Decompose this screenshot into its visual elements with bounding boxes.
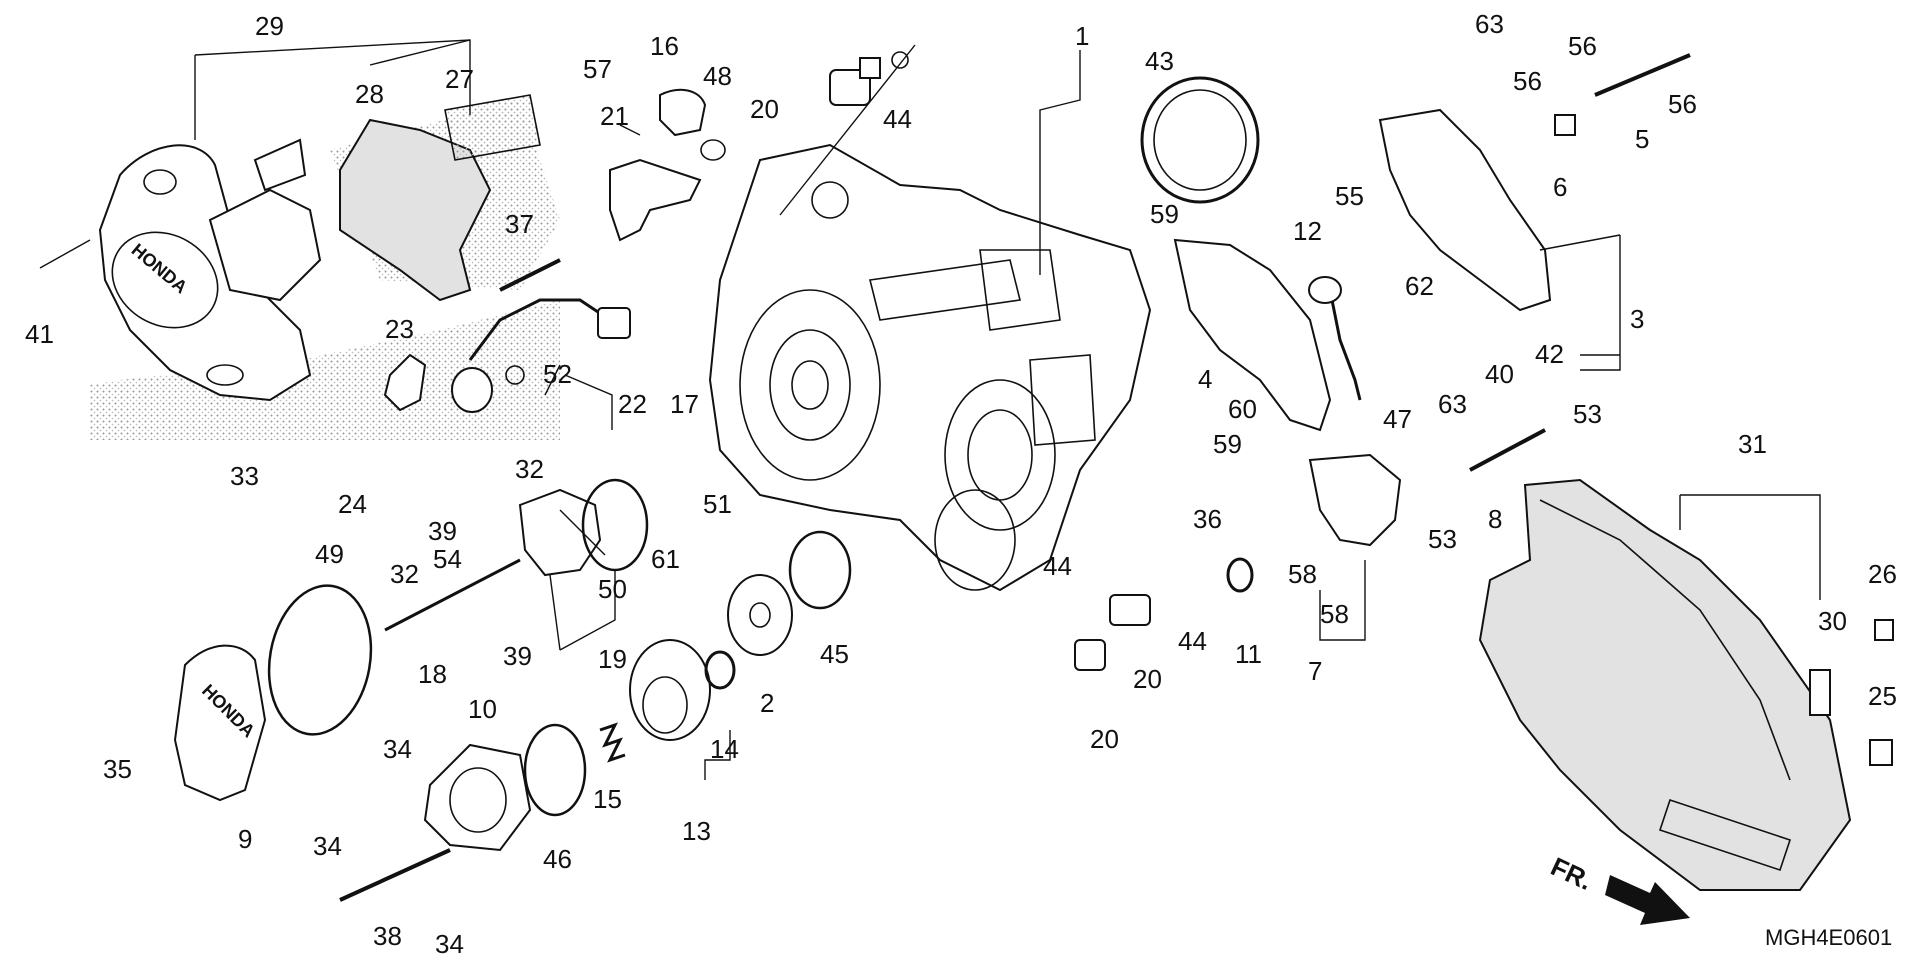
callout-2: 2 bbox=[760, 688, 774, 718]
callout-39b: 39 bbox=[503, 641, 532, 671]
callout-6: 6 bbox=[1553, 172, 1567, 202]
callout-45: 45 bbox=[820, 639, 849, 669]
callout-30: 30 bbox=[1818, 606, 1847, 636]
callout-14: 14 bbox=[710, 734, 739, 764]
cover-plate-parts bbox=[208, 94, 541, 302]
callout-58b: 58 bbox=[1320, 599, 1349, 629]
callout-32a: 32 bbox=[515, 454, 544, 484]
callout-44a: 44 bbox=[883, 104, 912, 134]
callout-7: 7 bbox=[1308, 656, 1322, 686]
left-crankcase-cover-part: HONDA bbox=[98, 144, 312, 402]
callout-5: 5 bbox=[1635, 124, 1649, 154]
callout-24: 24 bbox=[338, 489, 367, 519]
callout-39a: 39 bbox=[428, 516, 457, 546]
callout-12: 12 bbox=[1293, 216, 1322, 246]
callout-41: 41 bbox=[25, 319, 54, 349]
callout-34b: 34 bbox=[313, 831, 342, 861]
callout-34a: 34 bbox=[383, 734, 412, 764]
direction-label: FR. bbox=[1546, 851, 1597, 896]
callout-4: 4 bbox=[1198, 364, 1212, 394]
callout-59b: 59 bbox=[1213, 429, 1242, 459]
direction-arrow-icon bbox=[1605, 875, 1690, 925]
callout-53b: 53 bbox=[1428, 524, 1457, 554]
leader-lines bbox=[39, 39, 1821, 780]
callout-59a: 59 bbox=[1150, 199, 1179, 229]
callout-44c: 44 bbox=[1178, 626, 1207, 656]
callout-17: 17 bbox=[670, 389, 699, 419]
callout-55: 55 bbox=[1335, 181, 1364, 211]
callout-9: 9 bbox=[238, 824, 252, 854]
callout-11: 11 bbox=[1235, 639, 1262, 669]
callout-20b: 20 bbox=[1133, 664, 1162, 694]
callout-20c: 20 bbox=[1090, 724, 1119, 754]
callout-56c: 56 bbox=[1668, 89, 1697, 119]
callout-18: 18 bbox=[418, 659, 447, 689]
callout-62: 62 bbox=[1405, 271, 1434, 301]
callout-43: 43 bbox=[1145, 46, 1174, 76]
callout-36: 36 bbox=[1193, 504, 1222, 534]
callout-1: 1 bbox=[1075, 21, 1089, 51]
callout-57: 57 bbox=[583, 54, 612, 84]
callout-61: 61 bbox=[651, 544, 680, 574]
callout-23: 23 bbox=[385, 314, 414, 344]
callout-8: 8 bbox=[1488, 504, 1502, 534]
callout-22: 22 bbox=[618, 389, 647, 419]
callout-29: 29 bbox=[255, 11, 284, 41]
callout-10: 10 bbox=[468, 694, 497, 724]
plate-3 bbox=[1378, 108, 1552, 312]
callout-42: 42 bbox=[1535, 339, 1564, 369]
callout-34c: 34 bbox=[435, 929, 464, 959]
callout-48: 48 bbox=[703, 61, 732, 91]
right-cover-part bbox=[1478, 478, 1852, 891]
callout-49: 49 bbox=[315, 539, 344, 569]
callout-13: 13 bbox=[682, 816, 711, 846]
callout-60: 60 bbox=[1228, 394, 1257, 424]
clutch-cover-part: HONDA bbox=[173, 644, 267, 802]
engine-case-part bbox=[708, 143, 1152, 592]
callout-46: 46 bbox=[543, 844, 572, 874]
oil-seal-43 bbox=[1140, 76, 1260, 204]
callout-20a: 20 bbox=[750, 94, 779, 124]
callouts: 1 2 3 4 5 6 7 8 9 10 11 12 13 14 15 16 1… bbox=[25, 9, 1897, 959]
callout-19: 19 bbox=[598, 644, 627, 674]
plate-4 bbox=[1173, 238, 1332, 432]
callout-32b: 32 bbox=[390, 559, 419, 589]
callout-44b: 44 bbox=[1043, 551, 1072, 581]
callout-50: 50 bbox=[598, 574, 627, 604]
callout-31: 31 bbox=[1738, 429, 1767, 459]
pump-block-7 bbox=[1308, 453, 1402, 547]
callout-28: 28 bbox=[355, 79, 384, 109]
callout-26: 26 bbox=[1868, 559, 1897, 589]
callout-56a: 56 bbox=[1568, 31, 1597, 61]
callout-58a: 58 bbox=[1288, 559, 1317, 589]
callout-53a: 53 bbox=[1573, 399, 1602, 429]
callout-16: 16 bbox=[650, 31, 679, 61]
callout-54: 54 bbox=[433, 544, 462, 574]
callout-40: 40 bbox=[1485, 359, 1514, 389]
callout-37: 37 bbox=[505, 209, 534, 239]
diagram-code: MGH4E0601 bbox=[1765, 925, 1892, 950]
callout-3: 3 bbox=[1630, 304, 1644, 334]
callout-25: 25 bbox=[1868, 681, 1897, 711]
callout-38: 38 bbox=[373, 921, 402, 951]
callout-27: 27 bbox=[445, 64, 474, 94]
callout-21: 21 bbox=[600, 101, 629, 131]
callout-63a: 63 bbox=[1475, 9, 1504, 39]
callout-35: 35 bbox=[103, 754, 132, 784]
callout-63b: 63 bbox=[1438, 389, 1467, 419]
callout-51: 51 bbox=[703, 489, 732, 519]
small-components bbox=[339, 51, 1894, 902]
callout-52: 52 bbox=[543, 359, 572, 389]
callout-15: 15 bbox=[593, 784, 622, 814]
callout-47: 47 bbox=[1383, 404, 1412, 434]
callout-33: 33 bbox=[230, 461, 259, 491]
callout-56b: 56 bbox=[1513, 66, 1542, 96]
o-ring-49 bbox=[267, 584, 373, 736]
